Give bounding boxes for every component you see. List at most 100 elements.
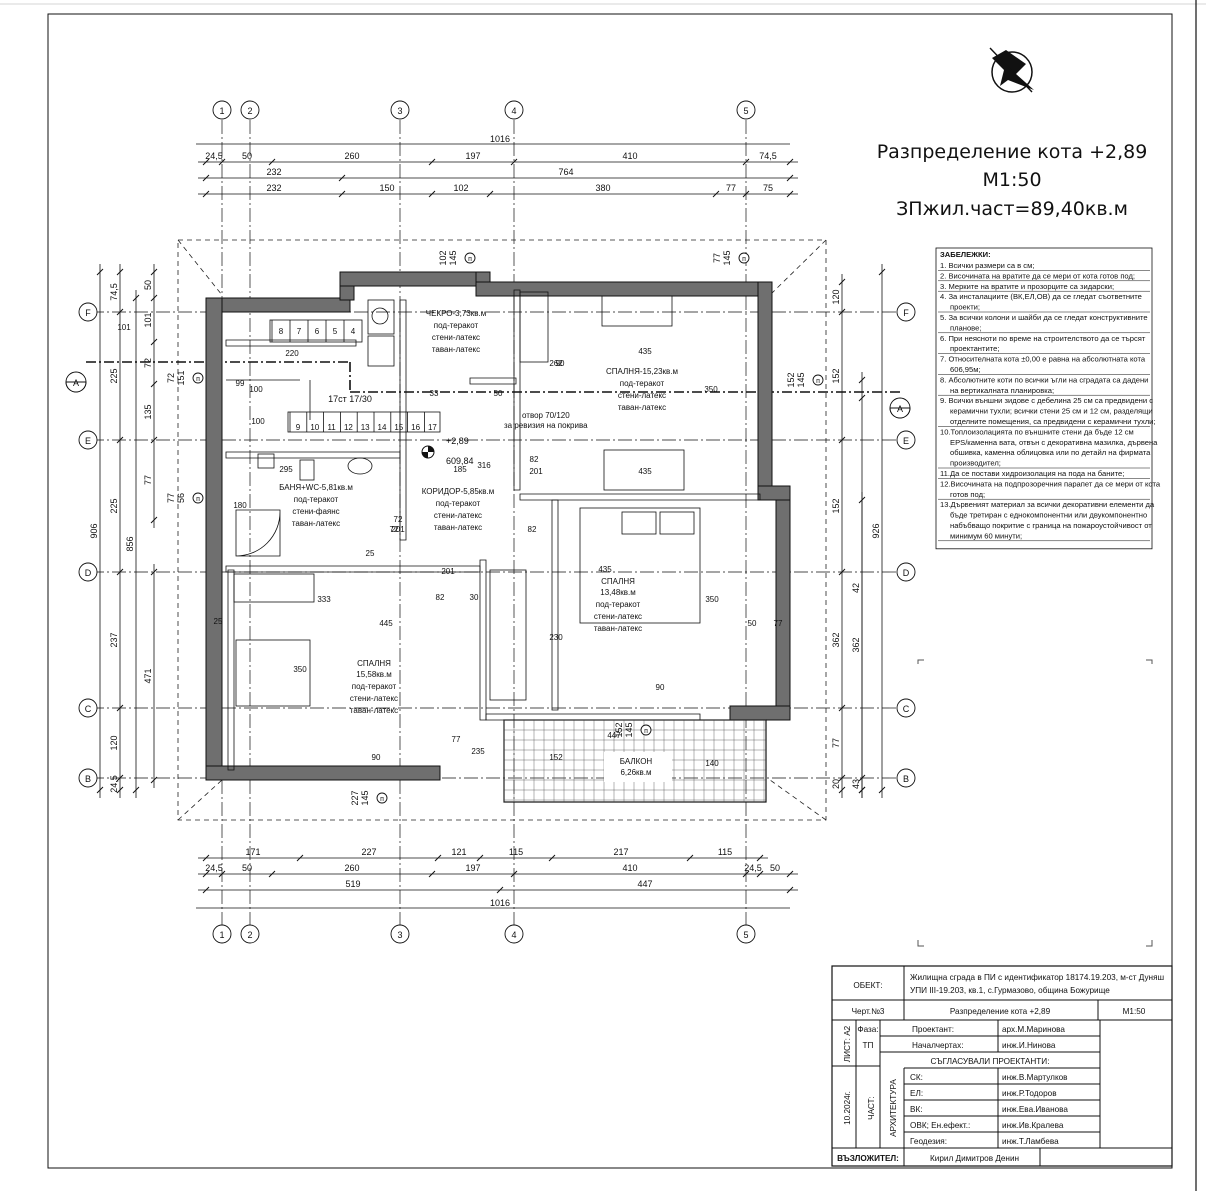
opening-width: 152 xyxy=(614,722,624,737)
plan-dimension: 100 xyxy=(251,417,265,426)
grid-bubble xyxy=(896,768,916,788)
stair-step-number: 17 xyxy=(428,423,437,432)
tb-client-value: Кирил Димитров Денин xyxy=(930,1154,1019,1163)
dimension-label: 77 xyxy=(831,738,841,748)
dimension-label: 519 xyxy=(345,879,360,889)
note-item: 9. Всички външни зидове с дебелина 25 см… xyxy=(940,396,1156,426)
grid-bubble xyxy=(78,302,98,322)
note-item: 11.Да се постави хидроизолация на пода н… xyxy=(940,469,1124,478)
wardrobe-icon xyxy=(519,291,549,363)
plan-dimension: 295 xyxy=(279,465,293,474)
grid-label: C xyxy=(903,704,910,714)
dimension-label: 50 xyxy=(143,280,153,290)
stair-step-number: 4 xyxy=(351,327,356,336)
room-labels: ЧЕКРО-3,73кв.мпод-теракотстени-латекстав… xyxy=(117,309,783,777)
dimension-label: 75 xyxy=(763,183,773,193)
grid-bubble xyxy=(240,924,260,944)
plan-dimension: 435 xyxy=(638,467,652,476)
stair-step-number: 14 xyxy=(378,423,387,432)
room-name: СПАЛНЯ-15,23кв.м xyxy=(606,367,678,376)
note-item: 12.Височината на подпрозоречния парапет … xyxy=(940,479,1161,498)
plan-dimension: 90 xyxy=(556,359,565,368)
tb-date: 10.2024г. xyxy=(843,1091,852,1125)
dimension-label: 197 xyxy=(465,863,480,873)
grid-label: C xyxy=(85,704,92,714)
opening-height: 145 xyxy=(722,250,732,265)
furniture xyxy=(233,291,701,707)
dimension-label: 77 xyxy=(726,183,736,193)
heading-scale: М1:50 xyxy=(982,169,1041,191)
opening-tag-icon xyxy=(192,372,204,384)
dimension-label: 50 xyxy=(242,863,252,873)
grid-bubble xyxy=(390,924,410,944)
room-finish: под-теракот xyxy=(434,321,479,330)
abs-level: 609,84 xyxy=(446,456,474,466)
grid-bubble xyxy=(896,430,916,450)
opening-tag: п xyxy=(644,728,648,735)
dimension-label: 227 xyxy=(361,847,376,857)
grid-bubble xyxy=(78,698,98,718)
dimension-label: 135 xyxy=(143,404,153,419)
level-mark: +2,89 xyxy=(446,436,469,446)
note-item: 1. Всички размери са в см; xyxy=(940,261,1034,270)
tb-object-text1: Жилищна сграда в ПИ с идентификатор 1817… xyxy=(910,973,1164,982)
dimension-label: 50 xyxy=(770,863,780,873)
opening-tag-icon xyxy=(640,724,652,736)
dimension-label: 72 xyxy=(143,358,153,368)
plan-dimension: 230 xyxy=(549,633,563,642)
room-finish: таван-латекс xyxy=(350,706,398,715)
section-label: A xyxy=(73,378,79,388)
dimension-label: 115 xyxy=(718,847,732,857)
note-item: 3. Мерките на вратите и прозорците са зи… xyxy=(940,282,1114,291)
plan-dimension: 180 xyxy=(233,501,247,510)
grid-bubble xyxy=(78,430,98,450)
grid-bubble xyxy=(78,768,98,788)
tb-client-label: ВЪЗЛОЖИТЕЛ: xyxy=(837,1154,899,1163)
tb-part-value: АРХИТЕКТУРА xyxy=(889,1079,898,1137)
plan-dimension: 100 xyxy=(249,385,263,394)
dimension-label: 121 xyxy=(451,847,466,857)
tb-drawing-name: Разпределение кота +2,89 xyxy=(950,1007,1051,1016)
wardrobe-icon xyxy=(233,573,315,603)
room-area: 15,58кв.м xyxy=(356,670,392,679)
sink-icon xyxy=(347,457,373,475)
grid-bubble xyxy=(896,302,916,322)
stair-step-number: 6 xyxy=(315,327,320,336)
grid-label: B xyxy=(903,774,909,784)
grid-bubble xyxy=(240,100,260,120)
plan-dimension: 316 xyxy=(477,461,491,470)
opening-tag: п xyxy=(468,256,472,263)
plan-dimension: 350 xyxy=(704,385,718,394)
grid-label: E xyxy=(903,436,909,446)
grid-label: E xyxy=(85,436,91,446)
grid-bubble xyxy=(504,100,524,120)
roof-outline xyxy=(177,239,827,821)
note-item: 2. Височината на вратите да се мери от к… xyxy=(940,271,1135,280)
plan-dimension: 82 xyxy=(530,455,539,464)
opening-tag-icon xyxy=(376,792,388,804)
plan-dimension: 50 xyxy=(748,619,757,628)
dimension-label: 50 xyxy=(242,151,252,161)
stair-step-number: 13 xyxy=(361,423,370,432)
room-finish: таван-латекс xyxy=(594,624,642,633)
tb-phase-value: ТП xyxy=(863,1041,874,1050)
opening-height: 145 xyxy=(624,722,634,737)
opening-width: 152 xyxy=(786,372,796,387)
plan-dimension: 82 xyxy=(436,593,445,602)
tb-chief-label: Началчертах: xyxy=(912,1041,963,1050)
room-finish: под-теракот xyxy=(294,495,339,504)
plan-dimension: 220 xyxy=(285,349,299,358)
agreement-part: СК: xyxy=(910,1073,923,1082)
plan-dimension: 185 xyxy=(453,465,467,474)
dimension-label: 152 xyxy=(831,368,841,383)
plan-dimension: 435 xyxy=(638,347,652,356)
grid-label: F xyxy=(903,308,909,318)
room-finish: стени-латекс xyxy=(432,333,480,342)
dimension-label: 237 xyxy=(109,632,119,647)
opening-tag: п xyxy=(816,378,820,385)
notes-frame xyxy=(935,247,1153,550)
plan-dimension: 235 xyxy=(471,747,485,756)
grid-label: 1 xyxy=(219,106,224,116)
heading-line1: Разпределение кота +2,89 xyxy=(877,141,1148,163)
